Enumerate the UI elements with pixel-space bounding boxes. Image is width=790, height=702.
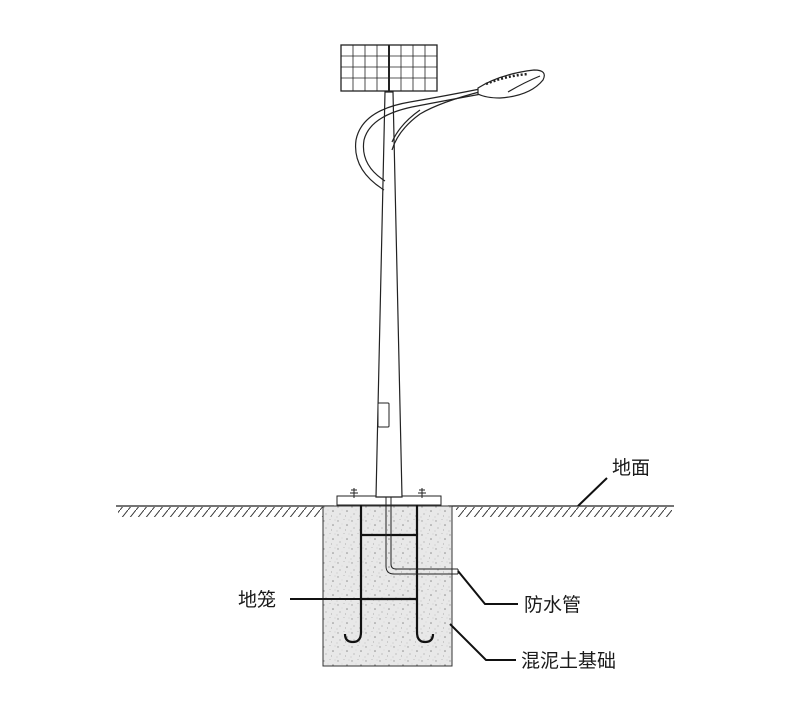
lamp-pole — [375, 91, 403, 498]
lamp-arm — [354, 87, 488, 191]
concrete-foundation — [322, 505, 453, 667]
label-cage: 地笼 — [238, 589, 276, 611]
ground — [116, 505, 674, 517]
label-ground: 地面 — [612, 457, 650, 479]
label-foundation: 混泥土基础 — [521, 650, 616, 672]
label-conduit: 防水管 — [524, 594, 581, 616]
street-lamp-head-icon — [477, 69, 545, 99]
leader-lines — [290, 477, 608, 661]
solar-panel-icon — [340, 44, 438, 92]
